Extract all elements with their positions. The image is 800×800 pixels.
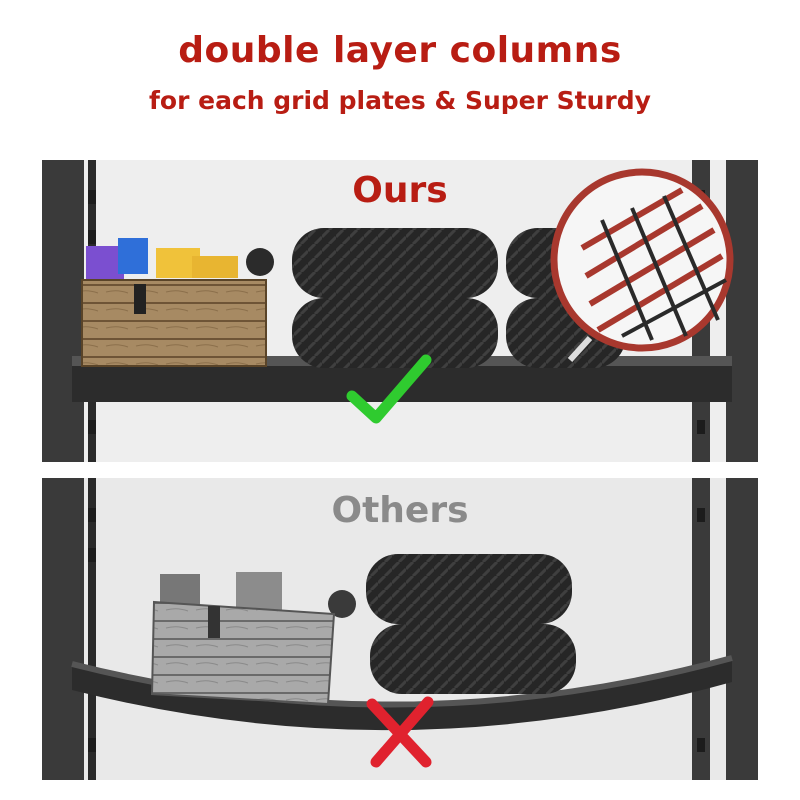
toolbox-grey [150, 572, 356, 706]
upright-left [42, 478, 84, 780]
shelf-sagging [72, 658, 732, 731]
grid-plate-zoom-icon [550, 168, 734, 363]
headline-title: double layer columns [178, 30, 622, 71]
ours-label: Ours [352, 170, 448, 211]
toolbox [81, 238, 274, 367]
others-panel: Others [42, 478, 758, 780]
upright-right [692, 478, 710, 780]
upright-left [42, 160, 84, 462]
ours-panel: Ours [42, 160, 758, 462]
checkmark-icon [346, 354, 432, 424]
tire-stack [366, 554, 576, 694]
others-illustration [42, 478, 758, 780]
cross-icon [366, 696, 434, 768]
others-label: Others [331, 490, 469, 531]
headline-subtitle: for each grid plates & Super Sturdy [149, 86, 651, 115]
ours-illustration [42, 160, 758, 462]
